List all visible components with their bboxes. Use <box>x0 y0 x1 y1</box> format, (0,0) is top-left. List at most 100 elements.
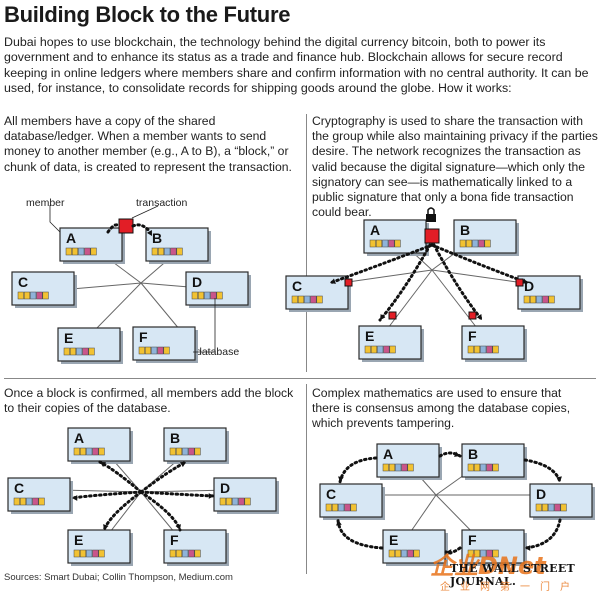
p2-db-cell <box>459 239 466 248</box>
p1-db-cell <box>36 291 43 300</box>
p4-db-cell <box>548 503 555 512</box>
p1-db-cell <box>30 291 37 300</box>
p3-db-cell <box>32 497 39 506</box>
p4-db-cell <box>535 503 542 512</box>
p4-flow-path <box>523 518 562 550</box>
p1-db-cell <box>204 291 211 300</box>
p1-db-cell <box>78 247 85 256</box>
p2-node-E <box>358 325 422 360</box>
p3-node-label-A: A <box>74 430 84 446</box>
p2-db-cell <box>377 345 384 354</box>
transaction-label: transaction <box>136 197 188 209</box>
p3-db-cell <box>188 447 195 456</box>
p4-node-D <box>529 483 593 518</box>
p2-db-cell <box>536 295 543 304</box>
p1-node-label-F: F <box>139 329 148 345</box>
p2-node-label-F: F <box>468 328 477 344</box>
p4-node-label-E: E <box>389 532 398 548</box>
p4-node-F <box>461 529 525 564</box>
p4-db-cell <box>492 463 499 472</box>
p1-node-C <box>11 271 75 306</box>
p3-arrow-head <box>103 524 109 530</box>
p1-link-line <box>140 282 181 331</box>
p4-db-cell <box>407 549 414 558</box>
p2-db-cell <box>383 345 390 354</box>
p2-db-cell <box>523 295 530 304</box>
p1-block <box>118 218 134 234</box>
p3-flow-path <box>139 460 188 494</box>
p2-block <box>515 278 524 287</box>
p4-db-cell <box>395 463 402 472</box>
p3-db-cell <box>92 447 99 456</box>
p2-db-cell <box>310 295 317 304</box>
p2-node-label-A: A <box>370 222 380 238</box>
panel-2-text: Cryptography is used to share the transa… <box>312 114 598 220</box>
p3-db-cell <box>182 549 189 558</box>
p1-db-cell <box>197 291 205 300</box>
p2-node-label-B: B <box>460 222 470 238</box>
p1-node-label-E: E <box>64 330 73 346</box>
p2-node-D <box>517 275 581 310</box>
p4-db-cell <box>473 463 481 472</box>
p2-db-cell <box>375 239 383 248</box>
p1-db-cell <box>176 247 183 256</box>
p4-node-E <box>382 529 446 564</box>
p2-db-cell <box>548 295 555 304</box>
p3-db-cell <box>98 447 105 456</box>
p1-db-cell <box>144 346 152 355</box>
p4-flow-path <box>336 518 384 550</box>
page-title: Building Block to the Future <box>4 2 291 27</box>
p2-db-cell <box>465 239 473 248</box>
p4-db-cell <box>325 503 332 512</box>
p3-flow-path <box>139 490 182 532</box>
p4-db-cell <box>554 503 561 512</box>
p4-flow-path <box>338 456 378 484</box>
p4-db-cell <box>338 503 345 512</box>
source-note: Sources: Smart Dubai; Collin Thompson, M… <box>4 572 233 583</box>
watermark-sub: 企业网第一门户 <box>440 582 580 593</box>
p1-db-cell <box>170 247 177 256</box>
p3-arrow-head <box>180 462 186 468</box>
p1-link-line <box>94 282 142 331</box>
p1-node-B <box>145 227 209 262</box>
p2-db-cell <box>291 295 298 304</box>
p3-flow-path <box>70 490 143 500</box>
p2-flow-path <box>378 243 432 322</box>
p3-db-cell <box>244 497 251 506</box>
p1-node-A <box>59 227 123 262</box>
vertical-divider-lower <box>306 384 307 574</box>
p1-db-cell <box>157 247 165 256</box>
p2-arrow-head <box>476 314 482 320</box>
p2-db-cell <box>529 295 537 304</box>
p4-db-cell <box>344 503 351 512</box>
p3-db-cell <box>79 447 87 456</box>
panel-3-text: Once a block is confirmed, all members a… <box>4 386 294 416</box>
p2-db-cell <box>486 345 493 354</box>
p1-db-cell <box>163 346 170 355</box>
p1-db-cell <box>88 347 95 356</box>
p2-db-cell <box>492 345 499 354</box>
p4-node-C <box>319 483 383 518</box>
p1-db-cell <box>42 291 49 300</box>
p4-db-cell <box>486 463 493 472</box>
p3-node-label-B: B <box>170 430 180 446</box>
p1-node-label-C: C <box>18 274 28 290</box>
p4-db-cell <box>473 549 481 558</box>
p2-arrow-head <box>380 314 386 320</box>
p3-db-cell <box>175 549 183 558</box>
p3-node-label-C: C <box>14 480 24 496</box>
p2-db-cell <box>304 295 311 304</box>
p1-database-callout <box>193 298 216 353</box>
p3-node-C <box>7 477 71 512</box>
p4-db-cell <box>394 549 402 558</box>
p4-node-label-D: D <box>536 486 546 502</box>
p4-db-cell <box>388 463 396 472</box>
p2-node-F <box>461 325 525 360</box>
p4-db-cell <box>492 549 499 558</box>
horizontal-divider <box>4 378 596 379</box>
p2-link-line <box>431 269 481 333</box>
p4-arrow-head <box>525 545 531 551</box>
intro-paragraph: Dubai hopes to use blockchain, the techn… <box>4 35 589 95</box>
p3-db-cell <box>13 497 20 506</box>
